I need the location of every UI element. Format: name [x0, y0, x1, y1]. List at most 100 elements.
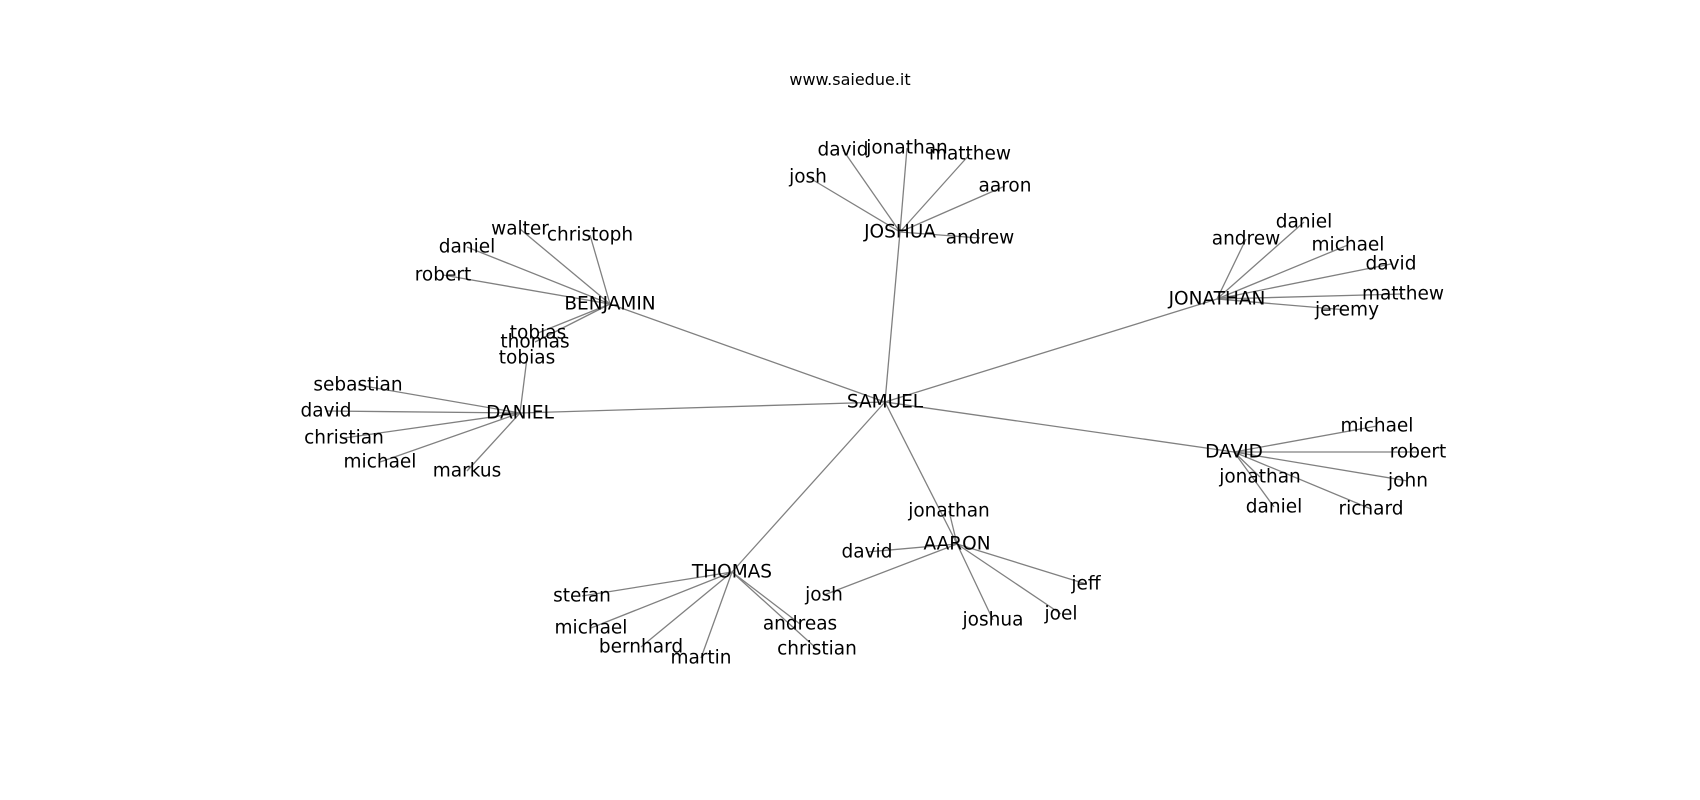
edge-david-to-david-daniel [1233, 451, 1275, 508]
leaf-node-david-michael: michael [1341, 416, 1414, 437]
edge-daniel-to-daniel-michael [379, 412, 521, 463]
edge-aaron-to-aaron-jonathan [948, 510, 958, 545]
leaf-node-jonathan-david: david [1366, 254, 1417, 275]
edge-jonathan-to-jonathan-daniel [1216, 221, 1305, 300]
edge-joshua-to-joshua-aaron [899, 185, 1006, 233]
hub-node-daniel: DANIEL [486, 403, 555, 424]
edge-benjamin-to-benjamin-walter [519, 228, 611, 305]
labels-layer: SAMUELJOSHUAjoshdavidjonathanmatthewaaro… [301, 138, 1447, 669]
hub-node-aaron: AARON [923, 534, 990, 555]
edge-joshua-to-joshua-jonathan [899, 147, 908, 233]
edge-aaron-to-aaron-david [866, 543, 958, 553]
edge-joshua-to-joshua-andrew [899, 231, 981, 239]
leaf-node-jonathan-matthew: matthew [1362, 284, 1444, 305]
leaf-node-aaron-jonathan: jonathan [907, 501, 990, 522]
edge-samuel-to-jonathan [884, 298, 1218, 403]
leaf-node-benjamin-walter: walter [491, 219, 549, 240]
edges-layer [325, 147, 1418, 659]
edge-aaron-to-aaron-joel [956, 543, 1062, 615]
edge-jonathan-to-jonathan-michael [1216, 244, 1349, 300]
leaf-node-joshua-aaron: aaron [979, 176, 1032, 197]
edge-samuel-to-thomas [731, 401, 886, 573]
edge-samuel-to-daniel [519, 401, 886, 414]
leaf-node-daniel-david: david [301, 401, 352, 422]
edge-thomas-to-thomas-michael [590, 571, 733, 629]
edge-david-to-david-richard [1233, 451, 1372, 510]
edge-aaron-to-aaron-joshua [956, 543, 994, 621]
leaf-node-aaron-josh: josh [804, 585, 843, 606]
leaf-node-benjamin-robert: robert [415, 265, 472, 286]
edge-daniel-to-daniel-david [325, 410, 521, 414]
leaf-node-thomas-andreas: andreas [763, 614, 837, 635]
edge-aaron-to-aaron-jeff [956, 543, 1087, 585]
leaf-node-david-richard: richard [1338, 499, 1403, 520]
edge-thomas-to-thomas-christian [731, 571, 818, 650]
edge-samuel-to-joshua [884, 231, 901, 403]
edge-jonathan-to-jonathan-andrew [1216, 238, 1247, 300]
leaf-node-daniel-sebastian: sebastian [313, 375, 402, 396]
leaf-node-benjamin-christoph: christoph [547, 225, 633, 246]
leaf-node-joshua-david: david [818, 140, 869, 161]
leaf-node-jonathan-jeremy: jeremy [1314, 300, 1379, 321]
edge-david-to-david-jonathan [1233, 451, 1261, 478]
edge-benjamin-to-benjamin-tobias [537, 303, 611, 334]
hub-node-jonathan: JONATHAN [1168, 289, 1266, 310]
edge-daniel-to-daniel-sebastian [357, 384, 521, 414]
leaf-node-aaron-david: david [842, 542, 893, 563]
edge-thomas-to-thomas-andreas [731, 571, 801, 625]
edge-jonathan-to-jonathan-matthew [1216, 293, 1404, 300]
edge-joshua-to-joshua-matthew [899, 153, 971, 233]
edge-samuel-to-aaron [884, 401, 958, 545]
edge-jonathan-to-jonathan-david [1216, 263, 1392, 300]
leaf-node-joshua-jonathan: jonathan [865, 138, 948, 159]
leaf-node-thomas-martin: martin [670, 648, 731, 669]
leaf-node-aaron-joshua: joshua [962, 610, 1024, 631]
hub-node-joshua: JOSHUA [863, 222, 936, 243]
edge-daniel-to-daniel-christian [343, 412, 521, 439]
leaf-node-aaron-jeff: jeff [1070, 574, 1102, 595]
leaf-node-thomas-michael: michael [555, 618, 628, 639]
leaf-node-jonathan-daniel: daniel [1276, 212, 1332, 233]
leaf-node-jonathan-michael: michael [1312, 235, 1385, 256]
edge-samuel-to-benjamin [609, 303, 886, 403]
leaf-node-daniel-markus: markus [433, 461, 501, 482]
leaf-node-jonathan-andrew: andrew [1212, 229, 1281, 250]
edge-daniel-to-daniel-tobias [519, 357, 528, 414]
leaf-node-aaron-joel: joel [1044, 604, 1078, 625]
edge-joshua-to-joshua-josh [807, 176, 901, 233]
leaf-node-thomas-christian: christian [777, 639, 857, 660]
leaf-node-david-jonathan: jonathan [1218, 467, 1301, 488]
leaf-node-joshua-matthew: matthew [929, 144, 1011, 165]
leaf-node-daniel-tobias: tobias [499, 348, 555, 369]
edge-daniel-to-daniel-markus [466, 412, 521, 472]
edge-thomas-to-thomas-martin [700, 571, 733, 659]
edge-thomas-to-thomas-bernhard [640, 571, 733, 648]
diagram-title: www.saiedue.it [789, 70, 911, 89]
edge-joshua-to-joshua-david [842, 149, 901, 233]
edge-david-to-david-john [1233, 451, 1409, 482]
leaf-node-david-robert: robert [1390, 442, 1447, 463]
leaf-node-daniel-christian: christian [304, 428, 384, 449]
hub-node-david: DAVID [1205, 442, 1263, 463]
edge-jonathan-to-jonathan-jeremy [1216, 298, 1348, 311]
edge-samuel-to-david [884, 401, 1235, 453]
leaf-node-thomas-bernhard: bernhard [599, 637, 683, 658]
leaf-node-benjamin-thomas: thomas [500, 332, 569, 353]
leaf-node-david-john: john [1387, 471, 1428, 492]
hub-node-samuel: SAMUEL [847, 392, 924, 413]
leaf-node-joshua-josh: josh [788, 167, 827, 188]
edge-benjamin-to-benjamin-christoph [589, 234, 611, 305]
edge-thomas-to-thomas-stefan [581, 571, 733, 597]
leaf-node-david-daniel: daniel [1246, 497, 1302, 518]
edge-benjamin-to-benjamin-daniel [466, 246, 611, 305]
leaf-node-thomas-stefan: stefan [553, 586, 611, 607]
edge-david-to-david-michael [1233, 425, 1378, 453]
edge-benjamin-to-benjamin-thomas [534, 303, 611, 343]
leaf-node-joshua-andrew: andrew [946, 228, 1015, 249]
leaf-node-benjamin-daniel: daniel [439, 237, 495, 258]
leaf-node-benjamin-tobias: tobias [510, 323, 566, 344]
edge-aaron-to-aaron-josh [823, 543, 958, 596]
edge-benjamin-to-benjamin-robert [442, 274, 611, 305]
leaf-node-daniel-michael: michael [344, 452, 417, 473]
